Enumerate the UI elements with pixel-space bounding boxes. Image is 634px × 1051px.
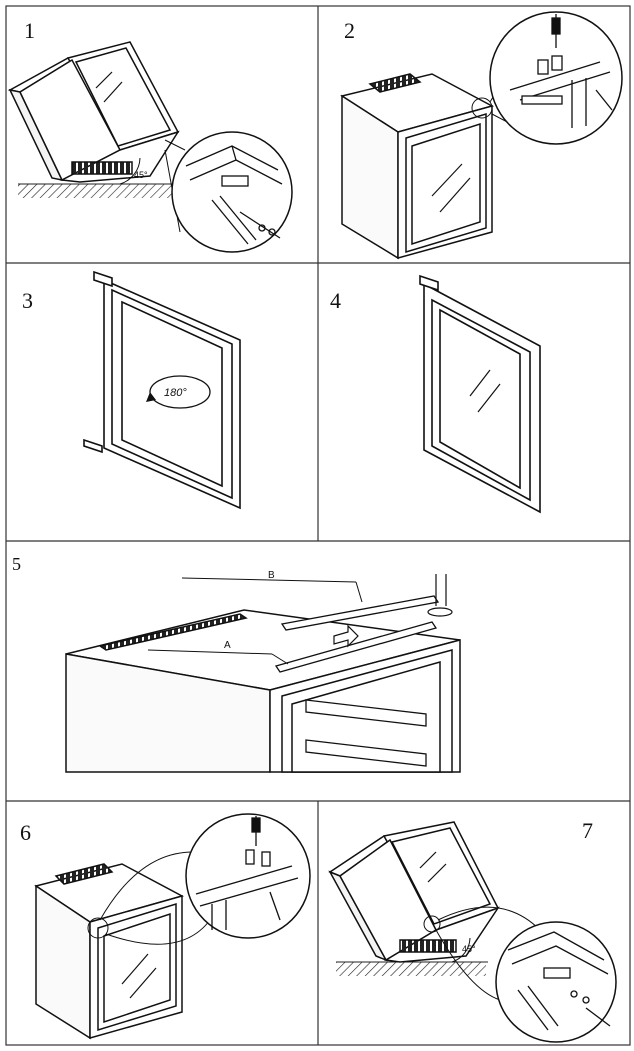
panel-6: 6: [20, 813, 311, 1040]
hinge-bar-b: [280, 595, 440, 631]
panel-4: 4: [330, 274, 541, 514]
panel-2: 2: [340, 11, 623, 260]
upright-cabinet: [34, 863, 184, 1040]
rotate-180-icon: 180°: [146, 375, 211, 409]
tilted-cabinet: [328, 821, 500, 963]
upright-cabinet: [340, 73, 495, 260]
door-removed: [83, 270, 241, 510]
floor-hatch: [18, 184, 173, 198]
step-number: 6: [20, 820, 31, 845]
zoom-detail: [171, 131, 293, 253]
door-flipped: [419, 274, 541, 514]
step-number: 3: [22, 288, 33, 313]
panel-5: 5 B A: [12, 554, 461, 773]
floor-hatch: [336, 962, 486, 976]
arrow-icon: [333, 624, 359, 648]
rotation-label: 180°: [164, 387, 187, 399]
cabinet-top: [65, 609, 461, 773]
zoom-detail: [489, 11, 623, 145]
tilted-cabinet: [7, 41, 180, 183]
step-number: 7: [582, 818, 593, 843]
panel-3: 3 180°: [22, 270, 241, 510]
screws: [427, 574, 453, 617]
hinge-bar-a: [274, 621, 438, 673]
zoom-detail: [185, 813, 311, 939]
step-number: 1: [24, 18, 35, 43]
shelves: [305, 699, 427, 767]
step-number: 5: [12, 554, 21, 574]
label-a: A: [224, 640, 231, 651]
angle-label: 45°: [134, 170, 148, 180]
step-number: 4: [330, 288, 341, 313]
panel-1: 1 45°: [7, 18, 293, 253]
zoom-detail: [495, 921, 617, 1043]
panel-7: 7 45°: [328, 818, 617, 1043]
angle-label: 45°: [462, 944, 476, 954]
label-b: B: [268, 570, 275, 581]
step-number: 2: [344, 18, 355, 43]
grid-frame: [5, 5, 631, 1046]
